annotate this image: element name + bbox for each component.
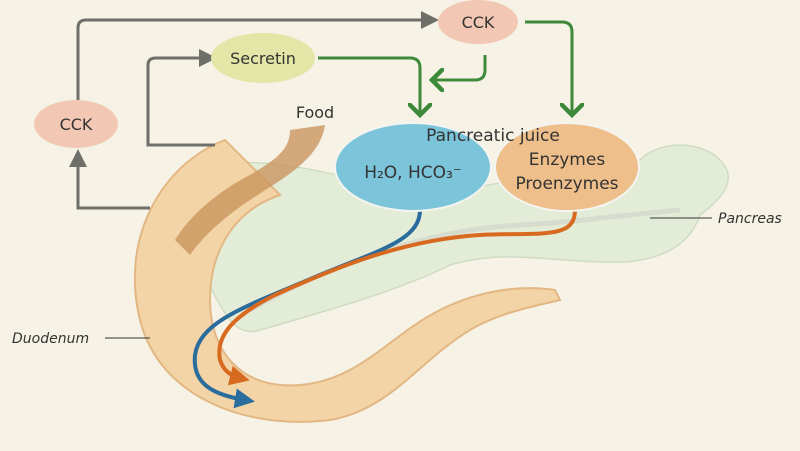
secretin-label: Secretin	[230, 49, 296, 68]
cck-to-juice-arrow	[432, 55, 487, 80]
pancreatic-juice-label: Pancreatic juice	[426, 126, 560, 146]
pancreas-label: Pancreas	[718, 211, 782, 227]
cck-left-label: CCK	[60, 115, 93, 134]
food-stream	[175, 125, 325, 255]
cck-top-label: CCK	[462, 13, 495, 32]
secretin-node	[211, 33, 315, 83]
enzymes-label: Enzymes	[529, 150, 606, 170]
duodenum-to-cck-arrow	[69, 149, 150, 210]
duodenum-shape	[133, 138, 562, 423]
bicarbonate-flow-arrow	[192, 209, 422, 409]
cck-to-cck-arrow	[76, 11, 439, 100]
cck-left-node	[34, 100, 118, 148]
enzyme-flow-arrow	[217, 209, 577, 386]
cck-to-enzymes-arrow	[525, 20, 572, 115]
enzymes-node	[494, 122, 640, 212]
food-label: Food	[296, 103, 334, 122]
duodenum-label: Duodenum	[12, 331, 89, 347]
proenzymes-label: Proenzymes	[515, 174, 618, 194]
secretin-to-juice-arrow	[318, 56, 420, 115]
water-bicarbonate-node	[334, 122, 492, 212]
water-bicarbonate-label: H₂O, HCO₃⁻	[364, 163, 462, 183]
cck-top-node	[438, 0, 518, 44]
duodenum-to-secretin-arrow	[146, 49, 217, 147]
